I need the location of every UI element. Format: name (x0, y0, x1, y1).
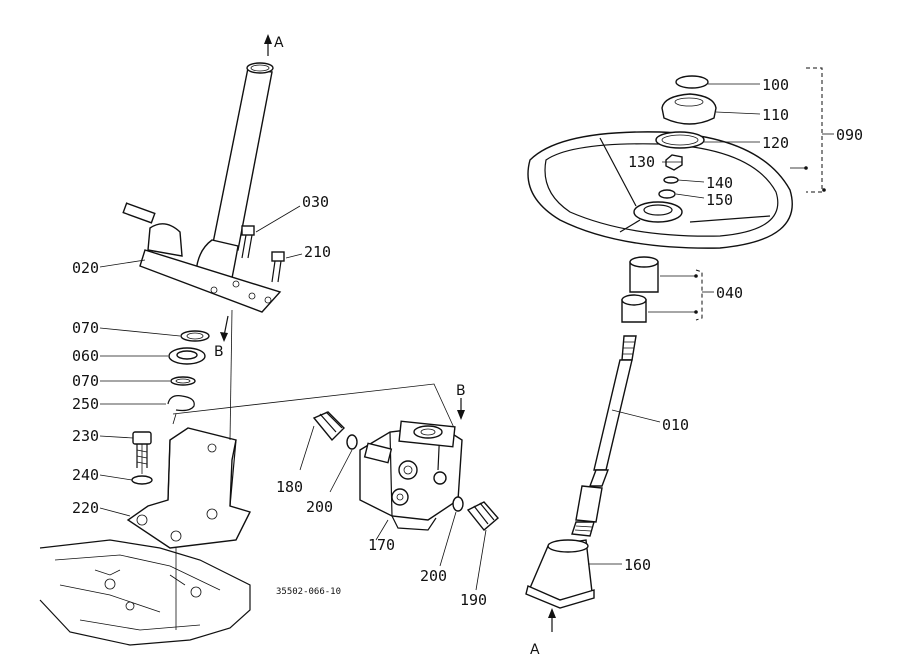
label-030: 030 (302, 193, 329, 211)
seal-060 (168, 347, 206, 365)
arrow-b-left (220, 315, 229, 342)
o-ring-200-right (452, 496, 464, 512)
label-020: 020 (72, 259, 99, 277)
bolt-030 (241, 225, 255, 259)
cap-100 (675, 75, 709, 89)
label-070-upper: 070 (72, 319, 99, 337)
column-tube (195, 62, 274, 279)
view-marker-b-left: B (214, 344, 224, 360)
horn-cover-110 (661, 93, 717, 125)
label-140: 140 (706, 174, 733, 192)
chassis-fragment (39, 539, 251, 646)
view-marker-a-top: A (274, 35, 284, 51)
label-220: 220 (72, 499, 99, 517)
bolt-210 (271, 251, 285, 283)
bushing-040-upper (629, 256, 659, 293)
label-240: 240 (72, 466, 99, 484)
label-110: 110 (762, 106, 789, 124)
label-130: 130 (628, 153, 655, 171)
washer-240 (131, 475, 153, 485)
label-250: 250 (72, 395, 99, 413)
view-marker-a-bottom: A (530, 642, 540, 658)
o-ring-200-left (346, 434, 358, 450)
leader-lines (99, 67, 834, 591)
circlip-250 (167, 395, 195, 412)
label-120: 120 (762, 134, 789, 152)
alignment-lines (141, 309, 456, 630)
arrow-a-bottom (548, 608, 556, 632)
arrow-b-right (457, 398, 465, 420)
reference-number: 35502-066-10 (276, 587, 341, 597)
label-200-left: 200 (306, 498, 333, 516)
steering-wheel (527, 131, 793, 249)
label-100: 100 (762, 76, 789, 94)
labels: A A B B 020 030 210 070 060 070 250 230 … (72, 35, 863, 658)
washer-140 (663, 176, 679, 184)
label-190: 190 (460, 591, 487, 609)
label-200-right: 200 (420, 567, 447, 585)
label-210: 210 (304, 243, 331, 261)
label-230: 230 (72, 427, 99, 445)
fitting-190 (466, 501, 499, 532)
label-160: 160 (624, 556, 651, 574)
boot-160 (525, 539, 595, 609)
label-090: 090 (836, 126, 863, 144)
steering-shaft-010 (571, 335, 637, 537)
fitting-180 (312, 411, 345, 442)
label-170: 170 (368, 536, 395, 554)
label-070-lower: 070 (72, 372, 99, 390)
upper-bracket (122, 202, 282, 313)
washer-150 (658, 189, 676, 199)
label-150: 150 (706, 191, 733, 209)
label-180: 180 (276, 478, 303, 496)
support-bracket-220 (126, 427, 251, 549)
washer-070-upper (180, 330, 210, 342)
label-060: 060 (72, 347, 99, 365)
steering-unit-170 (359, 420, 463, 531)
arrow-a-top (264, 34, 272, 56)
ring-120 (655, 131, 705, 149)
washer-070-lower (170, 376, 196, 386)
bushing-040-lower (621, 294, 647, 323)
label-040: 040 (716, 284, 743, 302)
nut-130 (665, 154, 683, 171)
view-marker-b-right: B (456, 383, 466, 399)
label-010: 010 (662, 416, 689, 434)
